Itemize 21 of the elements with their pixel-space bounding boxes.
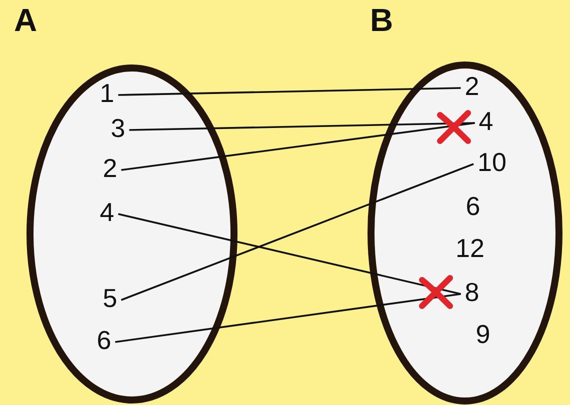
number-label: 2 (464, 73, 480, 99)
connector-line (120, 163, 474, 301)
number-label: 8 (464, 279, 480, 305)
number-label: 12 (456, 235, 484, 261)
number-label: 10 (478, 149, 506, 175)
set-heading: A (14, 4, 38, 36)
set-heading: B (370, 4, 394, 36)
number-label: 4 (100, 199, 114, 225)
connector-line (115, 293, 461, 343)
connector-line (118, 213, 461, 295)
number-label: 3 (110, 115, 126, 141)
number-label: 9 (476, 321, 490, 347)
number-label: 1 (100, 80, 114, 106)
connector-line (118, 87, 461, 96)
number-label: 4 (478, 108, 494, 134)
connector-line (129, 122, 475, 131)
connector-line (121, 122, 475, 171)
number-label: 2 (102, 155, 118, 181)
number-label: 6 (466, 193, 480, 219)
number-label: 5 (102, 285, 118, 311)
number-label: 6 (96, 327, 112, 353)
